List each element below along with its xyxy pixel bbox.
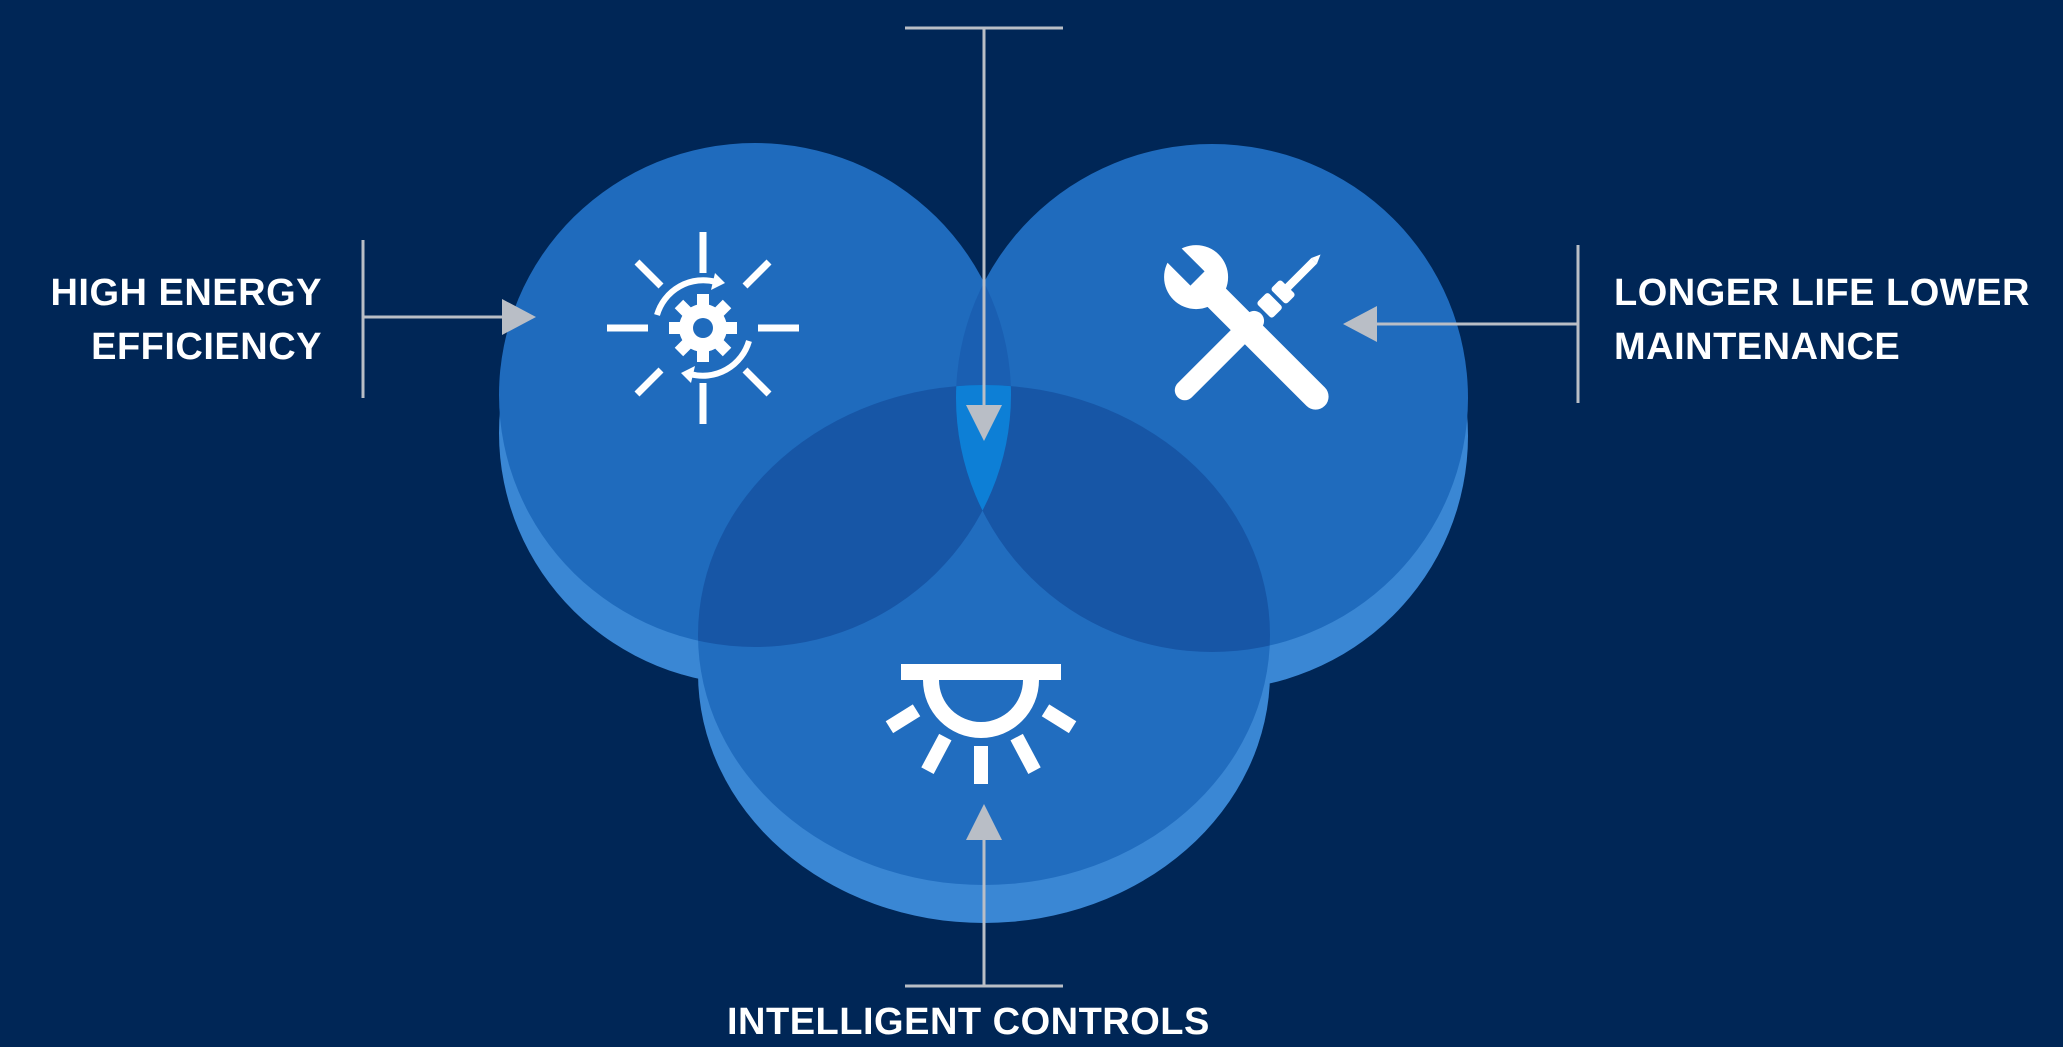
pointer-right xyxy=(1343,245,1580,403)
label-longer-life-lower-maintenance: LONGER LIFE LOWER MAINTENANCE xyxy=(1614,266,2030,374)
pointer-top xyxy=(905,26,1063,441)
wrench-screwdriver-icon xyxy=(1159,240,1329,410)
gear-sun-icon xyxy=(607,232,799,424)
label-left-line-1: HIGH ENERGY xyxy=(50,272,322,314)
label-right-line-1: LONGER LIFE LOWER xyxy=(1614,272,2030,314)
light-fixture-icon xyxy=(885,664,1077,784)
label-high-energy-efficiency: HIGH ENERGY EFFICIENCY xyxy=(30,266,322,374)
label-right-line-2: MAINTENANCE xyxy=(1614,326,1901,368)
label-intelligent-controls: INTELLIGENT CONTROLS xyxy=(727,1001,1210,1043)
pointer-left xyxy=(361,240,536,398)
pointer-bottom xyxy=(905,804,1063,988)
label-left-line-2: EFFICIENCY xyxy=(91,326,322,368)
